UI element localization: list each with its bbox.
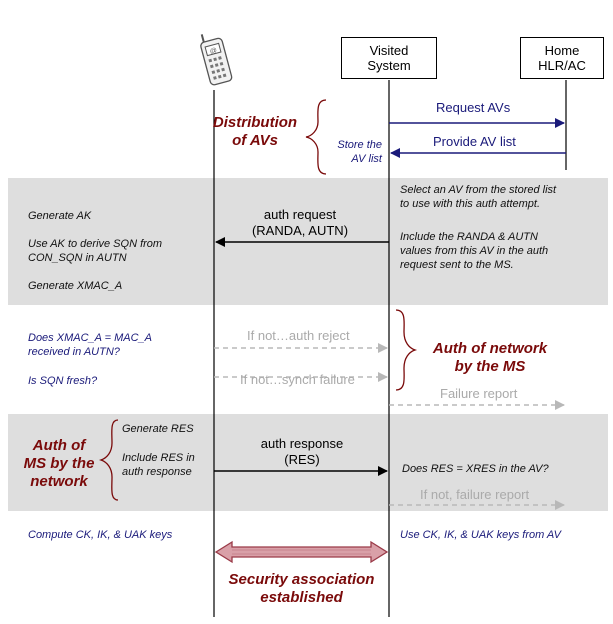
store-line-2: AV list [351, 153, 382, 165]
auth-network-title: Auth of network by the MS [425, 340, 555, 376]
store-line-1: Store the [337, 139, 382, 151]
ms-include-res-line-1: Include RES in [122, 452, 195, 464]
ms-check-sqn: Is SQN fresh? [28, 375, 98, 387]
security-line-2: established [260, 589, 343, 606]
ms-compute-keys: Compute CK, IK, & UAK keys [28, 529, 173, 541]
vs-select-av-line-2: to use with this auth attempt. [400, 198, 541, 210]
brace-auth-ms [98, 419, 119, 501]
brace-store [305, 99, 327, 175]
ms-check-line-2: received in AUTN? [28, 346, 120, 358]
brace-auth-network [395, 309, 418, 391]
distribution-line-1: Distribution [212, 114, 298, 131]
distribution-title: Distribution of AVs [205, 114, 305, 150]
visited-line-2: System [367, 58, 411, 73]
vs-include-line-1: Include the RANDA & AUTN [400, 231, 538, 243]
auth-ms-line-3: network [30, 473, 88, 490]
security-line-1: Security association [228, 571, 375, 588]
ms-generate-ak: Generate AK [28, 210, 92, 222]
vs-select-av-line-1: Select an AV from the stored list [400, 184, 557, 196]
auth-network-line-2: by the MS [454, 358, 526, 375]
ms-use-ak-line-2: CON_SQN in AUTN [28, 252, 127, 264]
synch-failure-label: If not…synch failure [240, 372, 355, 387]
auth-ms-line-1: Auth of [32, 437, 86, 454]
ms-check-line-1: Does XMAC_A = MAC_A [28, 332, 152, 344]
visited-system-box: Visited System [341, 37, 437, 79]
distribution-line-2: of AVs [232, 132, 278, 149]
home-hlr-box: Home HLR/AC [520, 37, 604, 79]
auth-response-line-1: auth response [260, 436, 344, 451]
failure-report-label: Failure report [440, 386, 518, 401]
auth-response-label: auth response (RES) [242, 436, 362, 468]
auth-ms-title: Auth of MS by the network [14, 437, 104, 491]
home-line-1: Home [544, 43, 580, 58]
vs-use-keys: Use CK, IK, & UAK keys from AV [400, 529, 561, 541]
auth-response-line-2: (RES) [284, 452, 320, 467]
svg-text:@: @ [209, 47, 218, 56]
visited-line-1: Visited [369, 43, 409, 58]
auth-network-line-1: Auth of network [432, 340, 548, 357]
ms-generate-xmac: Generate XMAC_A [28, 280, 123, 292]
auth-reject-label: If not…auth reject [247, 328, 350, 343]
store-av-list-note: Store the AV list [330, 138, 382, 166]
vs-include-line-3: request sent to the MS. [400, 259, 514, 271]
phone-icon: @ [200, 34, 233, 86]
ms-generate-res: Generate RES [122, 423, 194, 435]
ms-use-ak-line-1: Use AK to derive SQN from [28, 238, 163, 250]
ms-include-res-line-2: auth response [122, 466, 192, 478]
auth-request-line-2: (RANDA, AUTN) [251, 223, 349, 238]
provide-av-list-label: Provide AV list [433, 134, 516, 149]
failure-report-2-label: If not, failure report [420, 487, 530, 502]
security-association-arrow [214, 540, 389, 564]
band-auth-response [8, 414, 608, 511]
auth-request-line-1: auth request [263, 207, 337, 222]
security-association-label: Security association established [214, 571, 389, 607]
vs-check-res: Does RES = XRES in the AV? [402, 463, 549, 475]
home-line-2: HLR/AC [538, 58, 586, 73]
auth-ms-line-2: MS by the [23, 455, 95, 472]
request-avs-label: Request AVs [436, 100, 511, 115]
vs-include-line-2: values from this AV in the auth [400, 245, 549, 257]
auth-request-label: auth request (RANDA, AUTN) [240, 207, 360, 239]
